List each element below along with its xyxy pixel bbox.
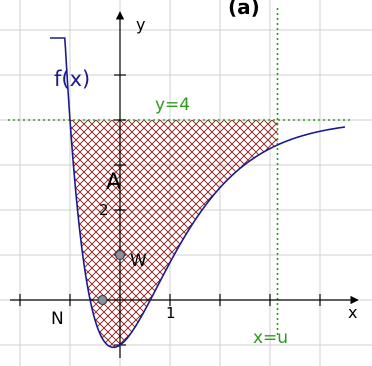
area-label: A — [106, 170, 121, 195]
shaded-area-region — [54, 120, 278, 348]
tick-label-y2: 2 — [99, 201, 109, 219]
function-label: f(x) — [54, 67, 90, 91]
tick-label-x1: 1 — [166, 304, 176, 322]
y-axis-label: y — [136, 15, 145, 34]
horizontal-line-label: y=4 — [155, 95, 190, 115]
point-n-marker — [97, 295, 108, 305]
x-axis-label: x — [348, 303, 357, 322]
function-curve — [50, 37, 346, 349]
partial-title: (a) — [228, 0, 260, 19]
point-w-label: W — [130, 251, 147, 271]
point-w-marker — [115, 250, 125, 260]
point-n-label: N — [51, 309, 64, 329]
vertical-line-label: x=u — [253, 328, 288, 348]
